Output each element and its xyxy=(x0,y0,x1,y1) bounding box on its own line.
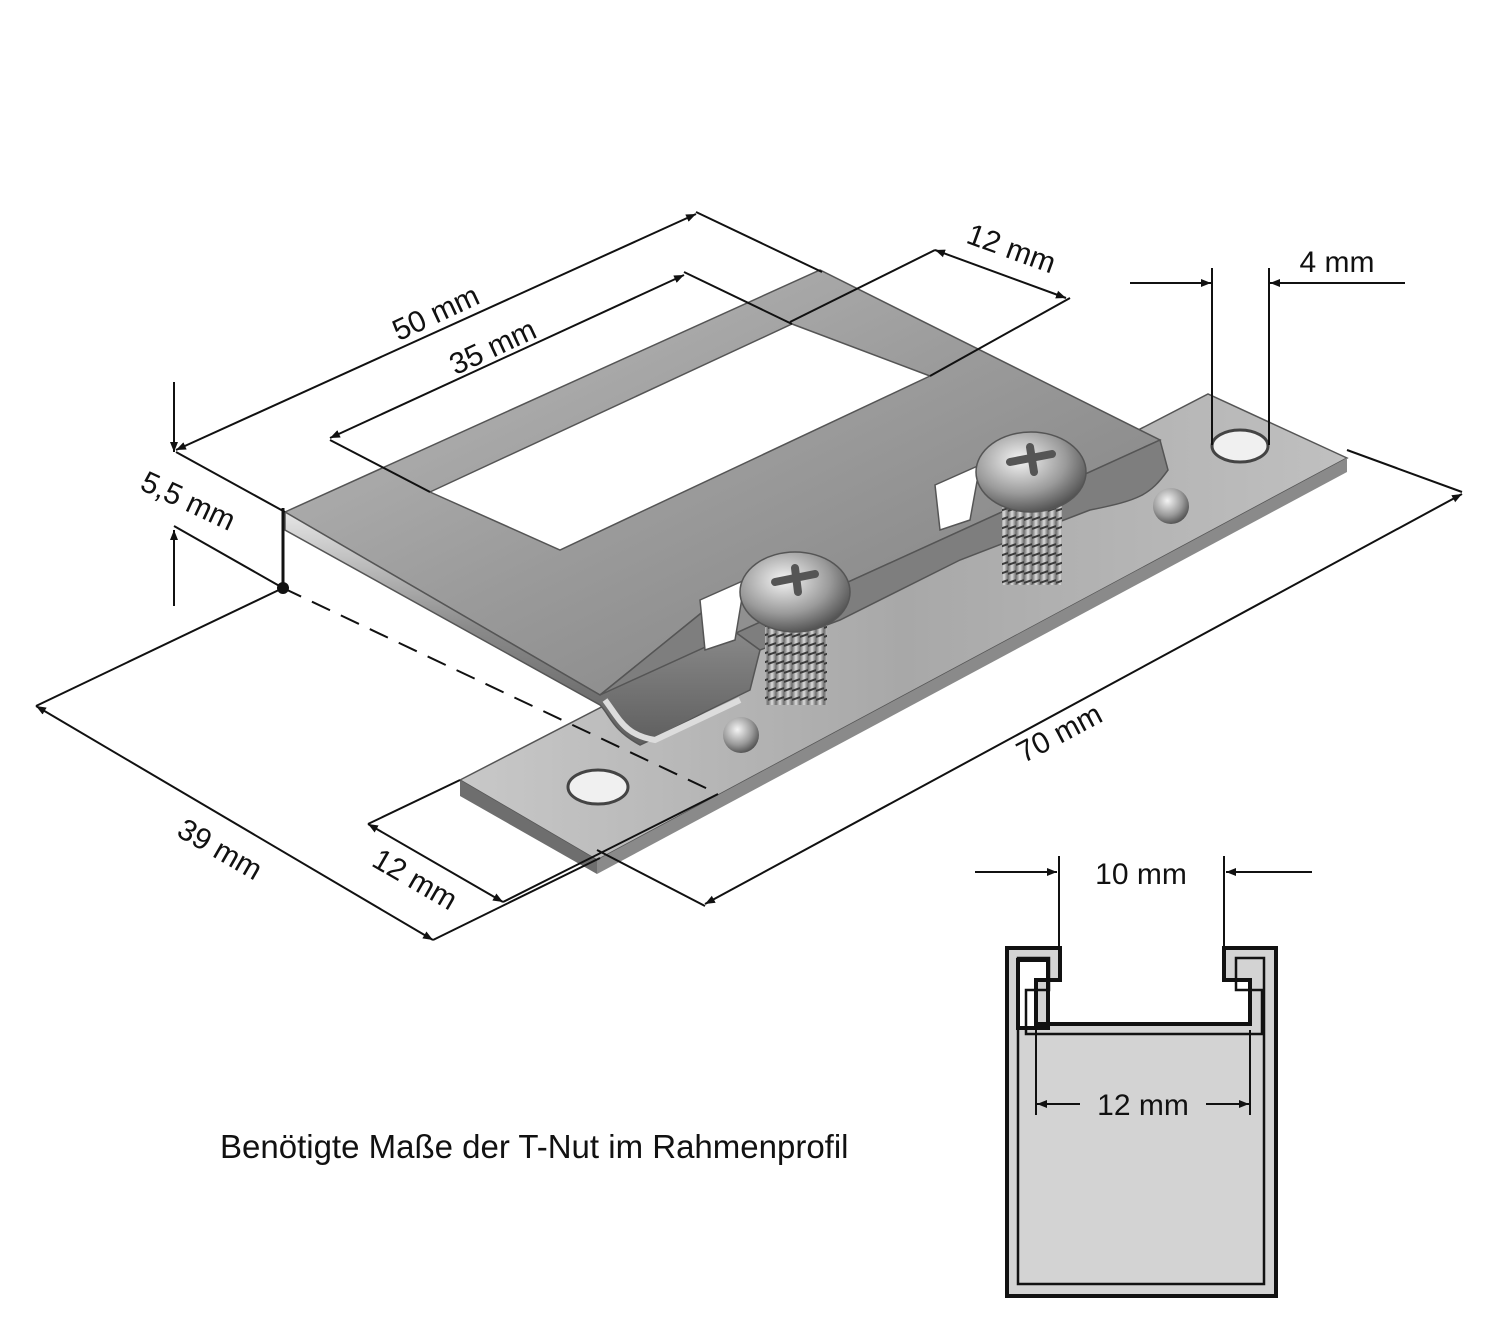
label-base-length: 70 mm xyxy=(1011,698,1107,770)
label-top-width: 50 mm xyxy=(387,279,484,348)
label-height: 5,5 mm xyxy=(136,465,241,537)
rivet-left xyxy=(723,717,759,753)
mounting-hole-left xyxy=(566,768,630,806)
label-opening-width: 35 mm xyxy=(444,313,541,382)
mounting-hole-right xyxy=(1210,428,1270,464)
label-hole-diameter: 4 mm xyxy=(1300,246,1375,279)
label-slot-inner-width: 12 mm xyxy=(1097,1089,1189,1122)
label-opening-depth: 12 mm xyxy=(963,218,1060,280)
t-slot-profile xyxy=(1005,946,1278,1298)
label-width: 39 mm xyxy=(172,813,268,887)
rivet-right xyxy=(1153,488,1189,524)
profile-caption: Benötigte Maße der T-Nut im Rahmenprofil xyxy=(220,1128,849,1165)
label-slot-opening: 10 mm xyxy=(1095,858,1187,891)
dimension-lines xyxy=(35,211,1463,941)
label-base-width: 12 mm xyxy=(367,843,463,917)
reference-point xyxy=(277,582,289,594)
profile-dimension-lines xyxy=(975,856,1312,1115)
